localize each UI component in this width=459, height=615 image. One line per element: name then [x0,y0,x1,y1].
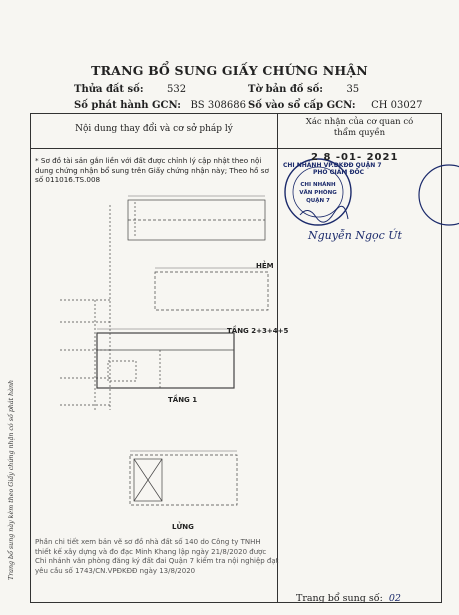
certification-header: Xác nhận của cơ quan có thẩm quyền [305,117,414,138]
map-sheet-number: Tờ bản đồ số: 35 [248,84,360,95]
label-mezzanine: LỬNG [172,523,194,531]
gcn-serial: Số phát hành GCN: BS 308686 [74,100,247,111]
certifying-authority: CHI NHÁNH VP.ĐKĐĐ QUẬN 7 PHÓ GIÁM ĐỐC [283,162,382,176]
amendment-note: * Sơ đồ tài sản gắn liền với đất được ch… [35,156,269,184]
plan-mezzanine-outline [129,454,238,506]
svg-text:VĂN PHÒNG: VĂN PHÒNG [299,189,337,196]
amendment-table: Nội dung thay đổi và cơ sở pháp lý Xác n… [30,113,442,603]
signer-name: Nguyễn Ngọc Út [308,229,402,242]
svg-text:CHI NHÁNH: CHI NHÁNH [300,181,336,188]
changes-header: Nội dung thay đổi và cơ sở pháp lý [75,124,233,134]
drawing-reference-note: Phần chi tiết xem bản vẽ sơ đồ nhà đất s… [35,538,279,575]
certification-date: 2 8 -01- 2021 [311,152,399,163]
side-margin-note: Trang bổ sung này kèm theo Giấy chứng nh… [8,379,15,580]
label-hem: HẺM [256,262,274,270]
column-divider [277,114,278,602]
plan-ground-floor-outline [96,332,235,389]
plan-floor-2-outline [154,271,269,311]
svg-text:QUẬN 7: QUẬN 7 [306,197,330,204]
header-divider [31,148,441,149]
page-number: Trang bổ sung số: 02 [296,593,401,604]
parcel-number: Thửa đất số: 532 [74,84,187,95]
label-floor-1: TẦNG 1 [168,396,198,404]
document-title: TRANG BỔ SUNG GIẤY CHỨNG NHẬN [91,63,368,78]
edge-seal [418,164,459,226]
register-number: Số vào sổ cấp GCN: CH 03027 [248,100,423,111]
official-seal [284,158,352,226]
label-floor-upper: TẦNG 2+3+4+5 [227,327,289,335]
